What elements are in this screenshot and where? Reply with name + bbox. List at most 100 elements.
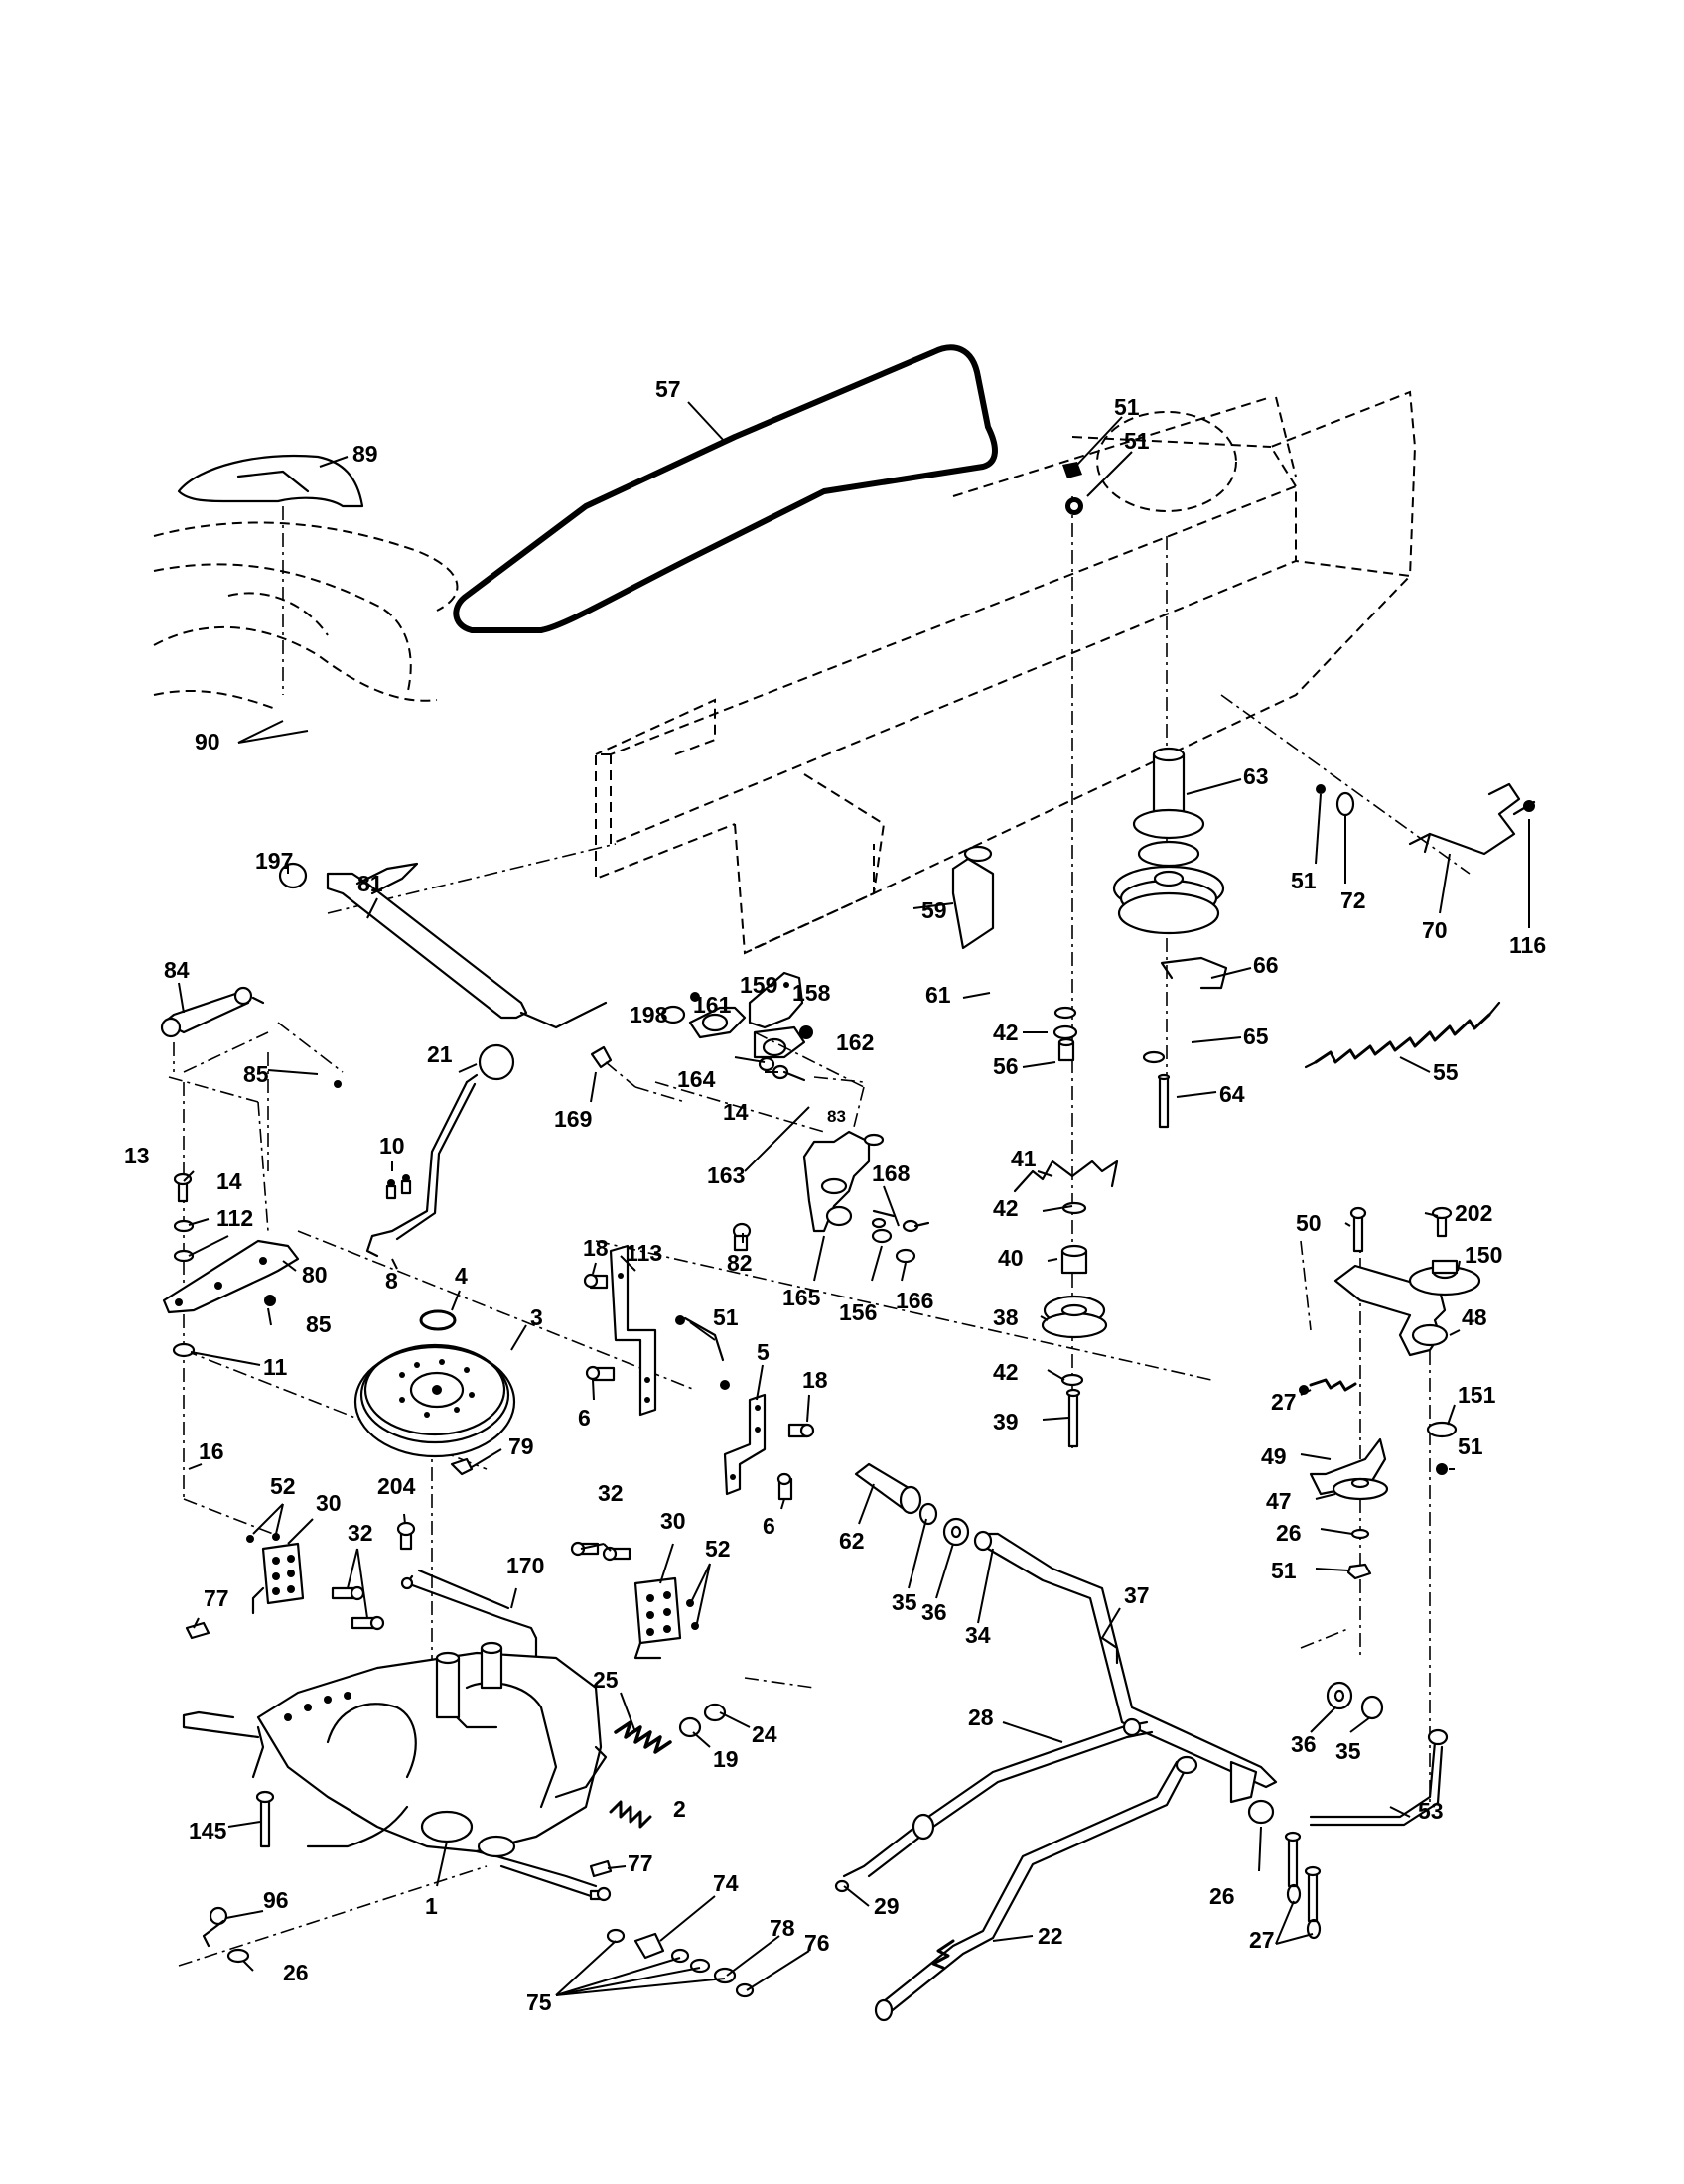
callout-8: 8 [385, 1268, 398, 1294]
callout-84: 84 [164, 957, 190, 983]
callout-161: 161 [693, 992, 732, 1018]
assembly-centerlines [178, 496, 1471, 1967]
callout-75: 75 [526, 1989, 552, 2015]
part-55-spring [1304, 1001, 1501, 1069]
shift-linkage-assembly [590, 971, 930, 1264]
part-59-belt-guide [951, 845, 995, 950]
callout-48: 48 [1462, 1304, 1487, 1330]
callout-61: 61 [925, 982, 951, 1008]
callout-170: 170 [506, 1553, 544, 1578]
callout-30: 30 [660, 1508, 686, 1534]
part-170-rod [396, 1521, 538, 1680]
callout-24: 24 [752, 1721, 777, 1747]
callout-113: 113 [626, 1240, 662, 1266]
part-81-shift-rod [278, 862, 608, 1029]
callout-51: 51 [1458, 1433, 1483, 1459]
callout-40: 40 [998, 1245, 1024, 1271]
transaxle-fasteners [185, 1621, 755, 1998]
idler-stack [1013, 462, 1536, 1448]
callout-65: 65 [1243, 1024, 1269, 1049]
callout-30: 30 [316, 1490, 342, 1516]
callout-36: 36 [921, 1599, 947, 1625]
callout-198: 198 [630, 1002, 668, 1027]
callout-labels: 57 89 90 51 51 63 51 72 70 116 197 81 59… [124, 376, 1546, 2015]
callout-72: 72 [1340, 887, 1366, 913]
callout-35: 35 [1335, 1738, 1361, 1764]
part-62-bushing [854, 1462, 922, 1515]
callout-2: 2 [673, 1796, 686, 1822]
part-113-bracket [583, 1244, 725, 1417]
callout-36: 36 [1291, 1731, 1317, 1757]
callout-57: 57 [655, 376, 681, 402]
callout-34: 34 [965, 1622, 991, 1648]
leader-lines [178, 401, 1530, 1996]
callout-197: 197 [255, 848, 293, 874]
part-70-brake-rod [1408, 782, 1521, 856]
callout-63: 63 [1243, 763, 1269, 789]
callout-26: 26 [1276, 1520, 1302, 1546]
callout-76: 76 [804, 1930, 830, 1956]
callout-21: 21 [427, 1041, 453, 1067]
part-37-bar [973, 1530, 1278, 1825]
callout-81: 81 [357, 871, 383, 896]
callout-18: 18 [583, 1235, 609, 1261]
callout-53: 53 [1418, 1798, 1444, 1824]
callout-83: 83 [827, 1107, 846, 1126]
callout-50: 50 [1296, 1210, 1322, 1236]
callout-38: 38 [993, 1304, 1019, 1330]
callout-52: 52 [705, 1536, 731, 1562]
callout-162: 162 [836, 1029, 874, 1055]
callout-3: 3 [530, 1304, 543, 1330]
callout-26: 26 [283, 1960, 309, 1985]
callout-150: 150 [1465, 1242, 1502, 1268]
callout-159: 159 [740, 972, 777, 998]
callout-163: 163 [707, 1162, 745, 1188]
callout-6: 6 [578, 1405, 591, 1431]
callout-78: 78 [770, 1915, 795, 1941]
callout-39: 39 [993, 1409, 1019, 1434]
callout-166: 166 [896, 1288, 933, 1313]
part-22-rod [834, 1755, 1198, 2022]
part-3-pulley [353, 1343, 516, 1458]
callout-168: 168 [872, 1160, 911, 1186]
callout-16: 16 [199, 1438, 224, 1464]
callout-26: 26 [1209, 1883, 1235, 1909]
callout-79: 79 [508, 1433, 534, 1459]
part-21-knob [465, 1043, 515, 1084]
callout-49: 49 [1261, 1443, 1287, 1469]
part-1-transaxle [182, 1641, 612, 1902]
left-washer-stack [162, 1172, 300, 1358]
callout-27: 27 [1249, 1927, 1275, 1953]
callout-51: 51 [713, 1304, 739, 1330]
callout-35: 35 [892, 1589, 917, 1615]
callout-6: 6 [763, 1513, 775, 1539]
callout-11: 11 [263, 1354, 288, 1380]
callout-28: 28 [968, 1705, 994, 1730]
callout-55: 55 [1433, 1059, 1459, 1085]
callout-47: 47 [1266, 1488, 1292, 1514]
callout-25: 25 [593, 1667, 619, 1693]
chassis-frame [595, 390, 1417, 955]
callout-42: 42 [993, 1195, 1019, 1221]
callout-112: 112 [216, 1205, 253, 1231]
part-4-ring [419, 1309, 457, 1331]
callout-80: 80 [302, 1262, 328, 1288]
part-8-shift-lever [365, 1080, 477, 1258]
callout-42: 42 [993, 1359, 1019, 1385]
callout-51: 51 [1114, 394, 1140, 420]
part-30-left-plate [246, 1533, 385, 1631]
part-30-right-plate [570, 1541, 699, 1660]
callout-13: 13 [124, 1143, 150, 1168]
callout-51: 51 [1271, 1558, 1297, 1583]
part-89-cover [177, 454, 364, 695]
callout-156: 156 [839, 1299, 877, 1325]
callout-56: 56 [993, 1053, 1019, 1079]
callout-145: 145 [189, 1818, 227, 1843]
callout-90: 90 [195, 729, 220, 754]
part-84-lever [160, 986, 344, 1232]
callout-19: 19 [713, 1746, 739, 1772]
part-5-bracket [720, 1380, 815, 1501]
part-53-rod [1309, 1728, 1449, 1827]
callout-70: 70 [1422, 917, 1448, 943]
